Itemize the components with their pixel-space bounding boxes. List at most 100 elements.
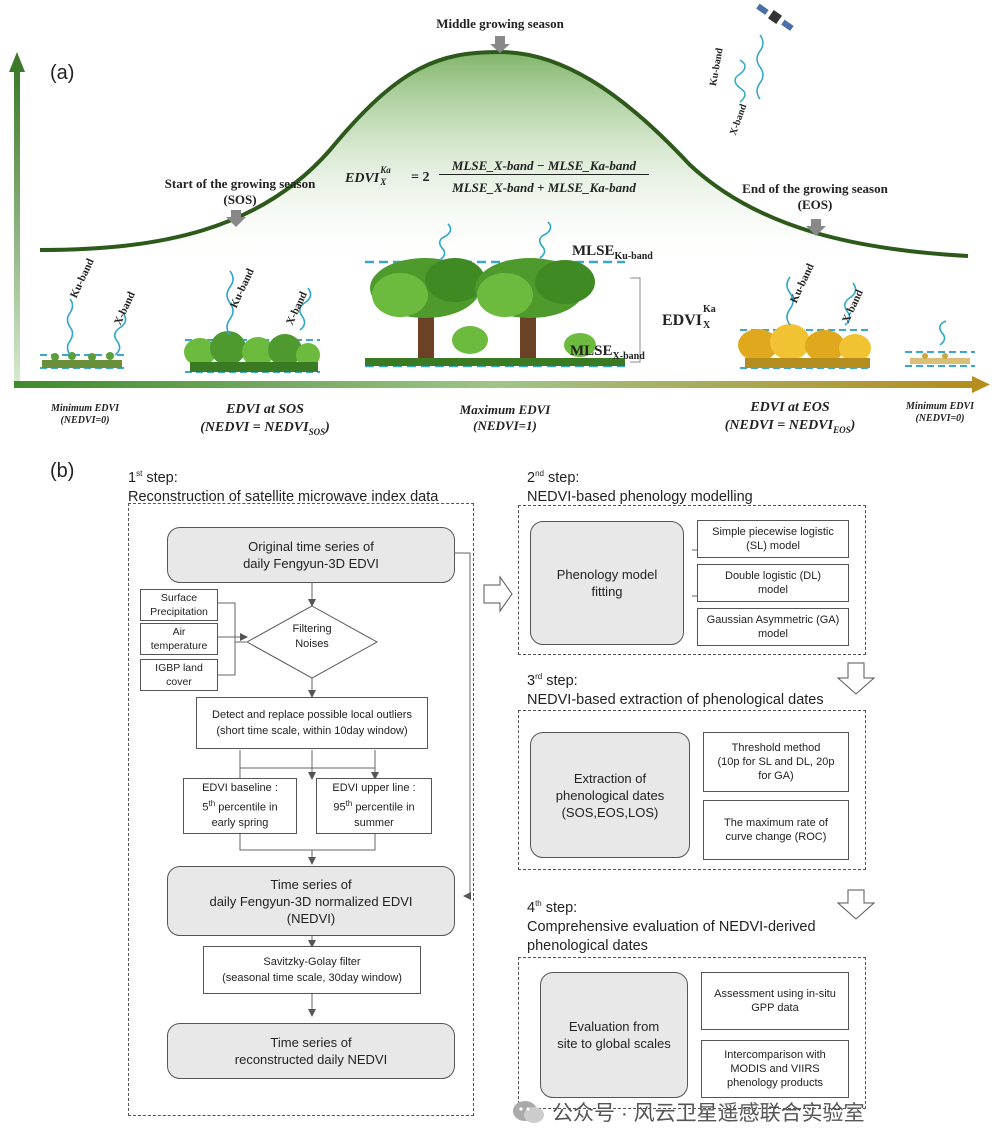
recon-ts-l2: reconstructed daily NEDVI: [234, 1052, 388, 1067]
vegetation-minimum: [42, 352, 122, 368]
step2-ord: 2: [527, 469, 536, 486]
wechat-icon: [513, 1101, 544, 1123]
mlse-x-label: MLSEX-band: [570, 343, 645, 362]
panel-a-label: (a): [50, 62, 75, 84]
formula-numerator: MLSE_X-band − MLSE_Ka-band: [439, 158, 649, 175]
mlse-x-sub: X-band: [612, 351, 645, 362]
watermark: 公众号 · 风云卫星遥感联合实验室: [512, 1096, 982, 1128]
gpp-l1: Assessment using in-situ: [714, 988, 836, 1000]
step1-sup: st: [136, 469, 143, 478]
mlse-x-text: MLSE: [570, 343, 613, 359]
step4-container: [518, 957, 866, 1109]
bottom-eos-l1: EDVI at EOS: [750, 400, 830, 415]
step2-suffix: step:: [543, 469, 580, 486]
step4-ord: 4: [527, 899, 536, 916]
edvi-side-text: EDVI: [662, 312, 703, 329]
step2-container: [518, 505, 866, 655]
orig-ts-l2: daily Fengyun-3D EDVI: [243, 556, 379, 571]
bottom-eos-l2: (NEDVI = NEDVI: [724, 418, 834, 433]
edvi-side-sub: X: [703, 320, 711, 331]
step3-ord: 3: [527, 672, 536, 689]
norm-ts-l3: (NEDVI): [286, 910, 336, 926]
mlse-ku-sub: Ku-band: [614, 251, 653, 262]
detect-l1: Detect and replace possible local outlie…: [212, 709, 412, 721]
sat-wave-x: [734, 59, 746, 103]
precip-l2: Precipitation: [150, 606, 208, 618]
step4-sup: th: [535, 899, 542, 908]
satellite-icon: [756, 3, 794, 31]
detect-outliers-box: Detect and replace possible local outlie…: [196, 697, 428, 749]
step2-header: 2nd step: NEDVI-based phenology modellin…: [527, 464, 753, 507]
sos-label: Start of the growing season (SOS): [164, 176, 316, 207]
formula-coef: = 2: [411, 170, 430, 185]
step4-title2: phenological dates: [527, 937, 648, 954]
bottom-label-max: Maximum EDVI (NEDVI=1): [430, 402, 580, 434]
sl-l2: (SL) model: [746, 540, 800, 552]
ga-l1: Gaussian Asymmetric (GA): [706, 614, 840, 626]
bottom-label-min-left: Minimum EDVI (NEDVI=0): [25, 403, 145, 427]
threshold-l2: (10p for SL and DL, 20p: [717, 756, 835, 768]
gpp-l2: GPP data: [751, 1002, 799, 1014]
roc-l1: The maximum rate of: [724, 817, 828, 829]
vegetation-minimum-right: [910, 353, 970, 364]
bottom-min-left-l1: Minimum EDVI: [50, 403, 120, 414]
sg-l2: (seasonal time scale, 30day window): [222, 972, 402, 984]
eos-arrow: [806, 219, 826, 236]
threshold-l3: for GA): [758, 770, 794, 782]
orig-ts-l1: Original time series of: [248, 539, 374, 554]
baseline-sup: th: [208, 799, 216, 809]
flow-connectors: [218, 549, 876, 1017]
norm-ts-l1: Time series of: [270, 876, 352, 892]
upper-l3: summer: [354, 816, 394, 829]
upper-l1: EDVI upper line :: [332, 782, 416, 795]
airtemp-l2: temperature: [150, 640, 208, 652]
step4-suffix: step:: [541, 899, 578, 916]
bottom-min-right-l1: Minimum EDVI: [905, 401, 975, 412]
bottom-eos-end: ): [850, 418, 856, 433]
modis-l1: Intercomparison with: [724, 1049, 826, 1061]
dl-l2: model: [758, 584, 788, 596]
edvi-side-sup: Ka: [703, 304, 716, 315]
sl-l1: Simple piecewise logistic: [712, 526, 834, 538]
dl-l1: Double logistic (DL): [725, 570, 821, 582]
y-axis: [14, 70, 20, 385]
pheno-fit-l1: Phenology model: [556, 567, 658, 582]
savitzky-golay-box: Savitzky-Golay filter(seasonal time scal…: [203, 946, 421, 994]
original-timeseries-box: Original time series of daily Fengyun-3D …: [167, 527, 455, 583]
baseline-l3: early spring: [211, 816, 269, 829]
extract-l3: (SOS,EOS,LOS): [561, 804, 659, 820]
step4-header: 4th step: Comprehensive evaluation of NE…: [527, 894, 816, 956]
bottom-max-l1: Maximum EDVI: [459, 402, 551, 417]
step3-header: 3rd step: NEDVI-based extraction of phen…: [527, 667, 824, 710]
upper-n: 95: [333, 801, 346, 814]
vegetation-eos: [738, 324, 871, 368]
step4-title: Comprehensive evaluation of NEDVI-derive…: [527, 918, 816, 935]
sat-wave-ku: [756, 34, 764, 100]
step3-container: [518, 710, 866, 870]
formula-sub: X: [380, 177, 387, 187]
step2-title: NEDVI-based phenology modelling: [527, 488, 753, 505]
bottom-label-min-right: Minimum EDVI (NEDVI=0): [885, 401, 995, 425]
edvi-bracket: [630, 277, 641, 363]
upper-l2: percentile in: [352, 801, 415, 814]
sl-model-box: Simple piecewise logistic (SL) model: [697, 520, 849, 558]
step3-sup: rd: [535, 672, 543, 681]
step1-suffix: step:: [142, 469, 178, 486]
sos-arrow: [226, 210, 246, 227]
step1-header: 1st step: Reconstruction of satellite mi…: [128, 464, 438, 507]
detect-l2: (short time scale, within 10day window): [216, 725, 408, 737]
